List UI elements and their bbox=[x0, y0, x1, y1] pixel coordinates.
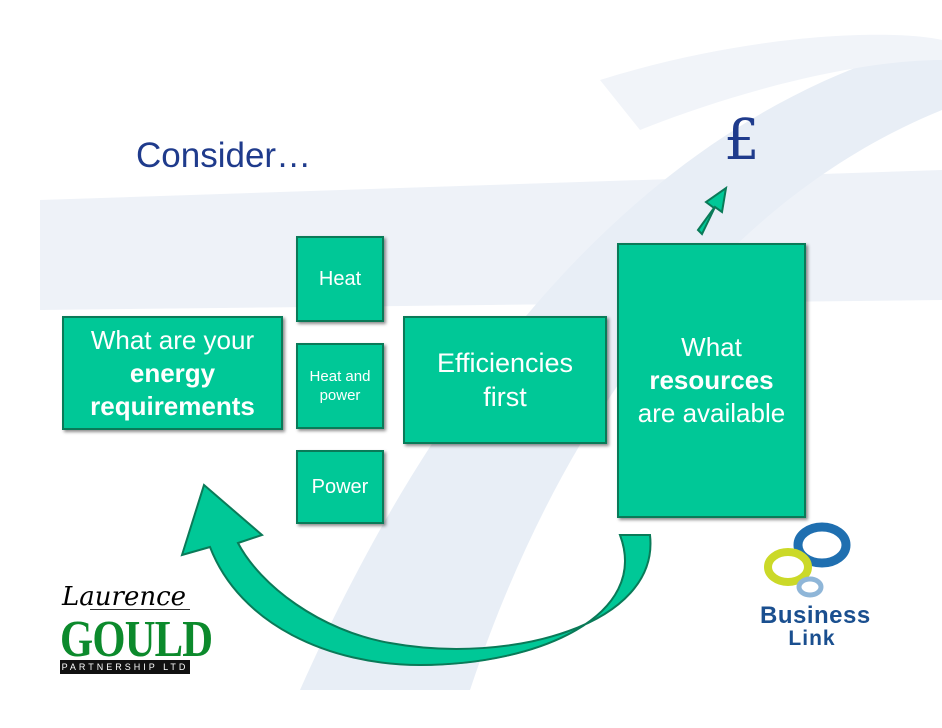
heat-and-power-line2: power bbox=[319, 387, 361, 404]
curved-return-arrow-icon bbox=[180, 483, 652, 667]
power-box: Power bbox=[296, 450, 384, 524]
up-right-arrow-icon bbox=[696, 185, 728, 236]
energy-line2: energy bbox=[129, 357, 216, 388]
efficiencies-first-box: Efficiencies first bbox=[403, 316, 607, 444]
resources-line3: are available bbox=[637, 398, 786, 428]
slide-title: Consider… bbox=[136, 136, 312, 175]
resources-line2: resources bbox=[649, 365, 774, 395]
gould-tagline: PARTNERSHIP LTD bbox=[60, 660, 190, 674]
energy-line1: What are your bbox=[90, 324, 255, 355]
pound-sign: £ bbox=[724, 108, 760, 173]
resources-line1: What bbox=[681, 332, 742, 362]
heat-and-power-line1: Heat and bbox=[309, 368, 371, 385]
heat-label: Heat bbox=[318, 267, 362, 290]
gould-rule bbox=[90, 609, 190, 610]
heat-box: Heat bbox=[296, 236, 384, 322]
power-label: Power bbox=[311, 475, 369, 498]
resources-available-box: What resources are available bbox=[617, 243, 806, 518]
efficiencies-line2: first bbox=[483, 382, 527, 412]
energy-line3: requirements bbox=[90, 390, 255, 421]
business-link-line2: Link bbox=[788, 627, 836, 650]
gould-logo-word: GOULD bbox=[60, 611, 213, 668]
heat-and-power-box: Heat and power bbox=[296, 343, 384, 429]
business-link-logo: Business Link bbox=[760, 602, 871, 650]
business-link-line1: Business bbox=[760, 602, 871, 629]
energy-requirements-box: What are your energy requirements bbox=[62, 316, 283, 430]
gould-script-text: Laurence bbox=[62, 582, 187, 612]
efficiencies-line1: Efficiencies bbox=[436, 348, 574, 378]
business-link-rings-icon bbox=[764, 522, 851, 598]
